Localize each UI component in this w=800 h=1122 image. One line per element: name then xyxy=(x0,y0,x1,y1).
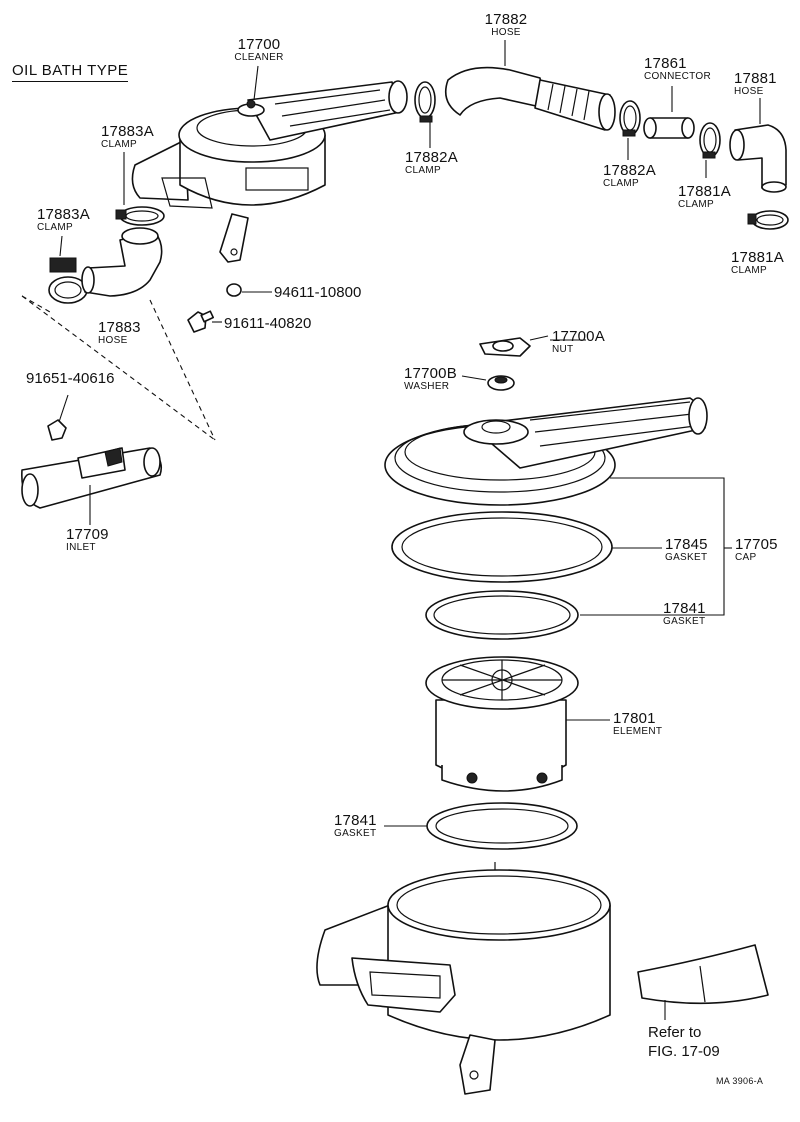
cap-17705 xyxy=(384,397,708,506)
hose-17881 xyxy=(729,98,787,193)
leader-lines xyxy=(253,40,732,827)
gasket-17841-a xyxy=(425,590,579,640)
clamp-17882A-b xyxy=(619,100,641,160)
reference-strip xyxy=(637,944,769,1005)
cleaner-assembly-17700 xyxy=(131,80,408,263)
clamp-17882A-a xyxy=(414,81,436,148)
hose-17883 xyxy=(81,227,163,297)
diagram-title: OIL BATH TYPE xyxy=(12,62,129,82)
element-17801 xyxy=(425,656,579,792)
nut-17700A xyxy=(479,335,549,357)
part-number-91611-40820: 91611-40820 xyxy=(224,315,312,332)
part-number-91651-40616: 91651-40616 xyxy=(26,370,115,387)
gasket-17845 xyxy=(391,511,613,583)
bolt-91611-40820 xyxy=(187,310,222,333)
clamp-17883A-left xyxy=(48,235,88,304)
part-number-94611-10800: 94611-10800 xyxy=(274,284,362,301)
clamp-17881A-b xyxy=(747,210,789,230)
dashed-connection-line xyxy=(21,295,216,441)
inlet-17709 xyxy=(21,447,163,525)
cleaner-bowl xyxy=(316,862,611,1095)
clamp-17881A-a xyxy=(699,122,721,178)
washer-94611-10800 xyxy=(226,283,272,297)
hose-17882 xyxy=(444,66,616,131)
bolt-91651-40616 xyxy=(47,394,69,441)
gasket-17841-b xyxy=(426,802,578,850)
connector-17861 xyxy=(643,86,695,139)
washer-17700B xyxy=(461,375,515,391)
drawing-code: MA 3906-A xyxy=(716,1076,764,1086)
clamp-17883A-top xyxy=(115,152,165,226)
